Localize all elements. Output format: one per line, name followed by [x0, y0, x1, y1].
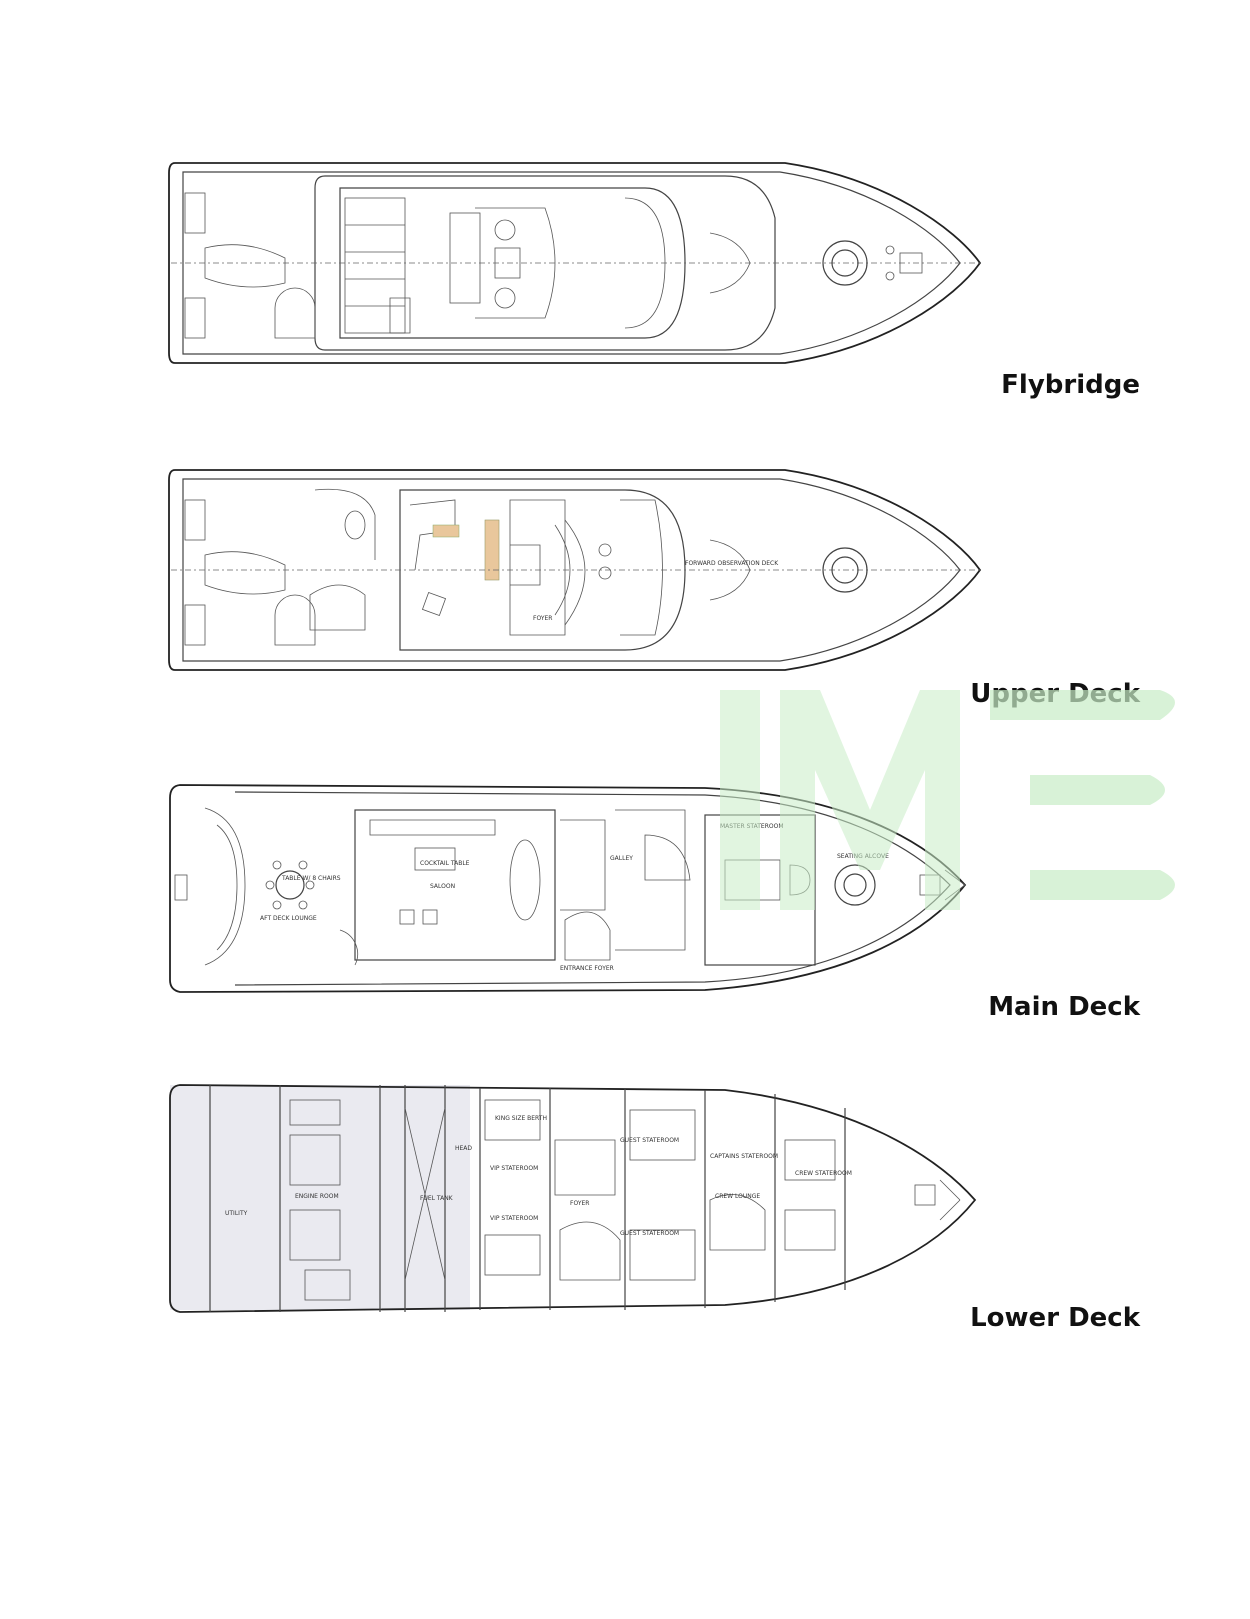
lower-crew-text: CREW STATEROOM [795, 1170, 852, 1177]
main-master-text: MASTER STATEROOM [720, 823, 784, 830]
lower-foyer-text: FOYER [570, 1200, 589, 1207]
main-saloon-text: SALOON [430, 883, 455, 890]
main-table-text: TABLE W/ 8 CHAIRS [281, 875, 341, 882]
main-entrance-text: ENTRANCE FOYER [560, 965, 614, 972]
upper-deck-plan: FORWARD OBSERVATION DECK FOYER [165, 465, 1010, 680]
lower-guest2-text: GUEST STATEROOM [620, 1230, 679, 1237]
lower-crew-lounge-text: CREW LOUNGE [715, 1193, 760, 1200]
flybridge-plan [165, 158, 1010, 373]
lower-engine-text: ENGINE ROOM [295, 1193, 339, 1200]
lower-king-text: KING SIZE BERTH [495, 1115, 547, 1122]
upper-foyer-text: FOYER [533, 615, 552, 622]
lower-deck-plan: ENGINE ROOM FUEL TANK VIP STATEROOM VIP … [165, 1080, 1010, 1320]
main-cocktail-text: COCKTAIL TABLE [420, 860, 470, 867]
main-aft-lounge-text: AFT DECK LOUNGE [260, 915, 317, 922]
main-deck-label: Main Deck [988, 992, 1140, 1022]
lower-vip1-text: VIP STATEROOM [490, 1165, 538, 1172]
main-galley-text: GALLEY [610, 855, 633, 862]
upper-observation-text: FORWARD OBSERVATION DECK [685, 560, 779, 567]
lower-utility-text: UTILITY [225, 1210, 248, 1217]
lower-guest1-text: GUEST STATEROOM [620, 1137, 679, 1144]
lower-deck-label: Lower Deck [970, 1303, 1140, 1333]
lower-head-text: HEAD [455, 1145, 472, 1152]
main-seating-text: SEATING ALCOVE [837, 853, 889, 860]
main-deck-plan: COCKTAIL TABLE SALOON AFT DECK LOUNGE TA… [165, 780, 1010, 998]
lower-captain-text: CAPTAINS STATEROOM [710, 1153, 778, 1160]
flybridge-label: Flybridge [1001, 370, 1140, 400]
lower-vip2-text: VIP STATEROOM [490, 1215, 538, 1222]
upper-deck-label: Upper Deck [970, 679, 1140, 709]
lower-fuel-text: FUEL TANK [420, 1195, 454, 1202]
